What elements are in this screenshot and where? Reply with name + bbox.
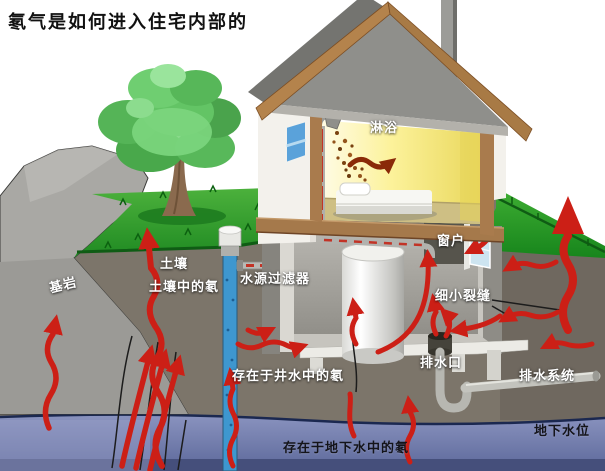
bed bbox=[336, 182, 432, 214]
page-title: 氡气是如何进入住宅内部的 bbox=[8, 12, 248, 32]
radon-arrows-right bbox=[138, 196, 595, 469]
house bbox=[255, 96, 506, 244]
radon-arrow-well bbox=[223, 367, 242, 469]
groundwater bbox=[0, 413, 605, 471]
tree bbox=[98, 64, 241, 225]
radon-arrows-basement bbox=[235, 229, 503, 465]
radon-arrow-room bbox=[347, 157, 397, 175]
roof bbox=[248, 0, 533, 142]
drain-trap-pipe bbox=[435, 347, 601, 413]
first-floor-band bbox=[256, 218, 504, 242]
